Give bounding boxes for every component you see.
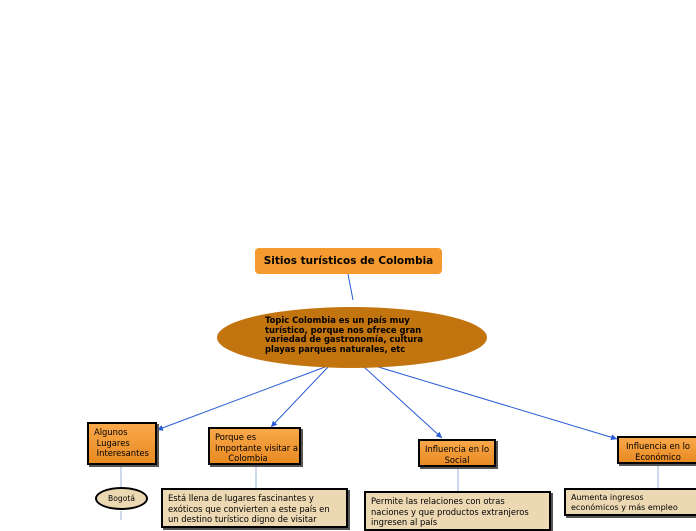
central-title-text: Sitios turísticos de Colombia <box>263 255 434 267</box>
leaf-influencia-social[interactable]: Permite las relaciones con otras nacione… <box>364 491 551 531</box>
topic-node[interactable]: Topic Colombia es un país muy turístico,… <box>217 307 487 368</box>
central-title[interactable]: Sitios turísticos de Colombia <box>255 248 442 274</box>
connector-topic-branch-1 <box>156 366 326 431</box>
connector-topic-branch-4 <box>374 365 618 441</box>
connector-topic-branch-2 <box>270 366 329 428</box>
branch-influencia-economico[interactable]: Influencia en lo Económico <box>617 436 696 464</box>
leaf-influencia-economico[interactable]: Aumenta ingresos económicos y más empleo <box>564 488 696 516</box>
connector-layer <box>120 273 659 520</box>
topic-text: Topic Colombia es un país muy turístico,… <box>265 315 424 354</box>
leaf-bogota-text: Bogotá <box>108 494 135 503</box>
connector-topic-branch-3 <box>363 366 443 439</box>
leaf-bogota[interactable]: Bogotá <box>95 487 148 510</box>
branch-importante-visitar[interactable]: Porque es Importante visitar a Colombia <box>208 427 301 465</box>
connector-title-topic <box>347 273 354 301</box>
branch-lugares-interesantes[interactable]: Algunos Lugares Interesantes <box>87 422 157 465</box>
leaf-importante-visitar[interactable]: Está llena de lugares fascinantes y exót… <box>161 488 348 528</box>
branch-influencia-social[interactable]: Influencia en lo Social <box>418 439 496 467</box>
